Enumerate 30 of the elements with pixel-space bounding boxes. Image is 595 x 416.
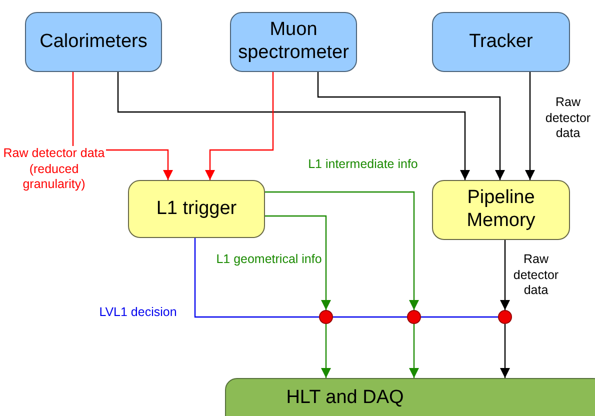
box-label: L1 trigger — [156, 198, 237, 220]
arrow — [525, 72, 535, 180]
arrow — [265, 191, 419, 310]
arrow — [500, 324, 510, 378]
box-label: Tracker — [469, 30, 533, 54]
detector-box — [230, 12, 357, 72]
box-label: Pipeline Memory — [466, 187, 536, 233]
junction-dot — [498, 310, 512, 324]
arrow — [321, 324, 331, 378]
detector-box — [432, 12, 570, 72]
processing-box — [128, 180, 265, 238]
box-label: HLT and DAQ — [286, 387, 404, 410]
arrow — [117, 72, 470, 180]
arrow — [409, 324, 419, 378]
arrow — [265, 215, 331, 310]
junction-dot — [407, 310, 421, 324]
detector-box — [25, 12, 162, 72]
connector-line — [333, 316, 407, 318]
connector-line — [421, 316, 498, 318]
output-box — [225, 378, 595, 416]
box-label: Muon spectrometer — [237, 19, 350, 65]
edge-label: L1 geometrical info — [215, 252, 323, 268]
arrow — [205, 72, 274, 180]
connector-line — [194, 238, 319, 318]
junction-dot — [319, 310, 333, 324]
box-label: Calorimeters — [40, 30, 148, 54]
arrow — [500, 240, 510, 310]
arrow — [317, 72, 505, 180]
processing-box — [432, 180, 570, 240]
edge-label: Raw detector data (reduced granularity) — [2, 146, 106, 193]
